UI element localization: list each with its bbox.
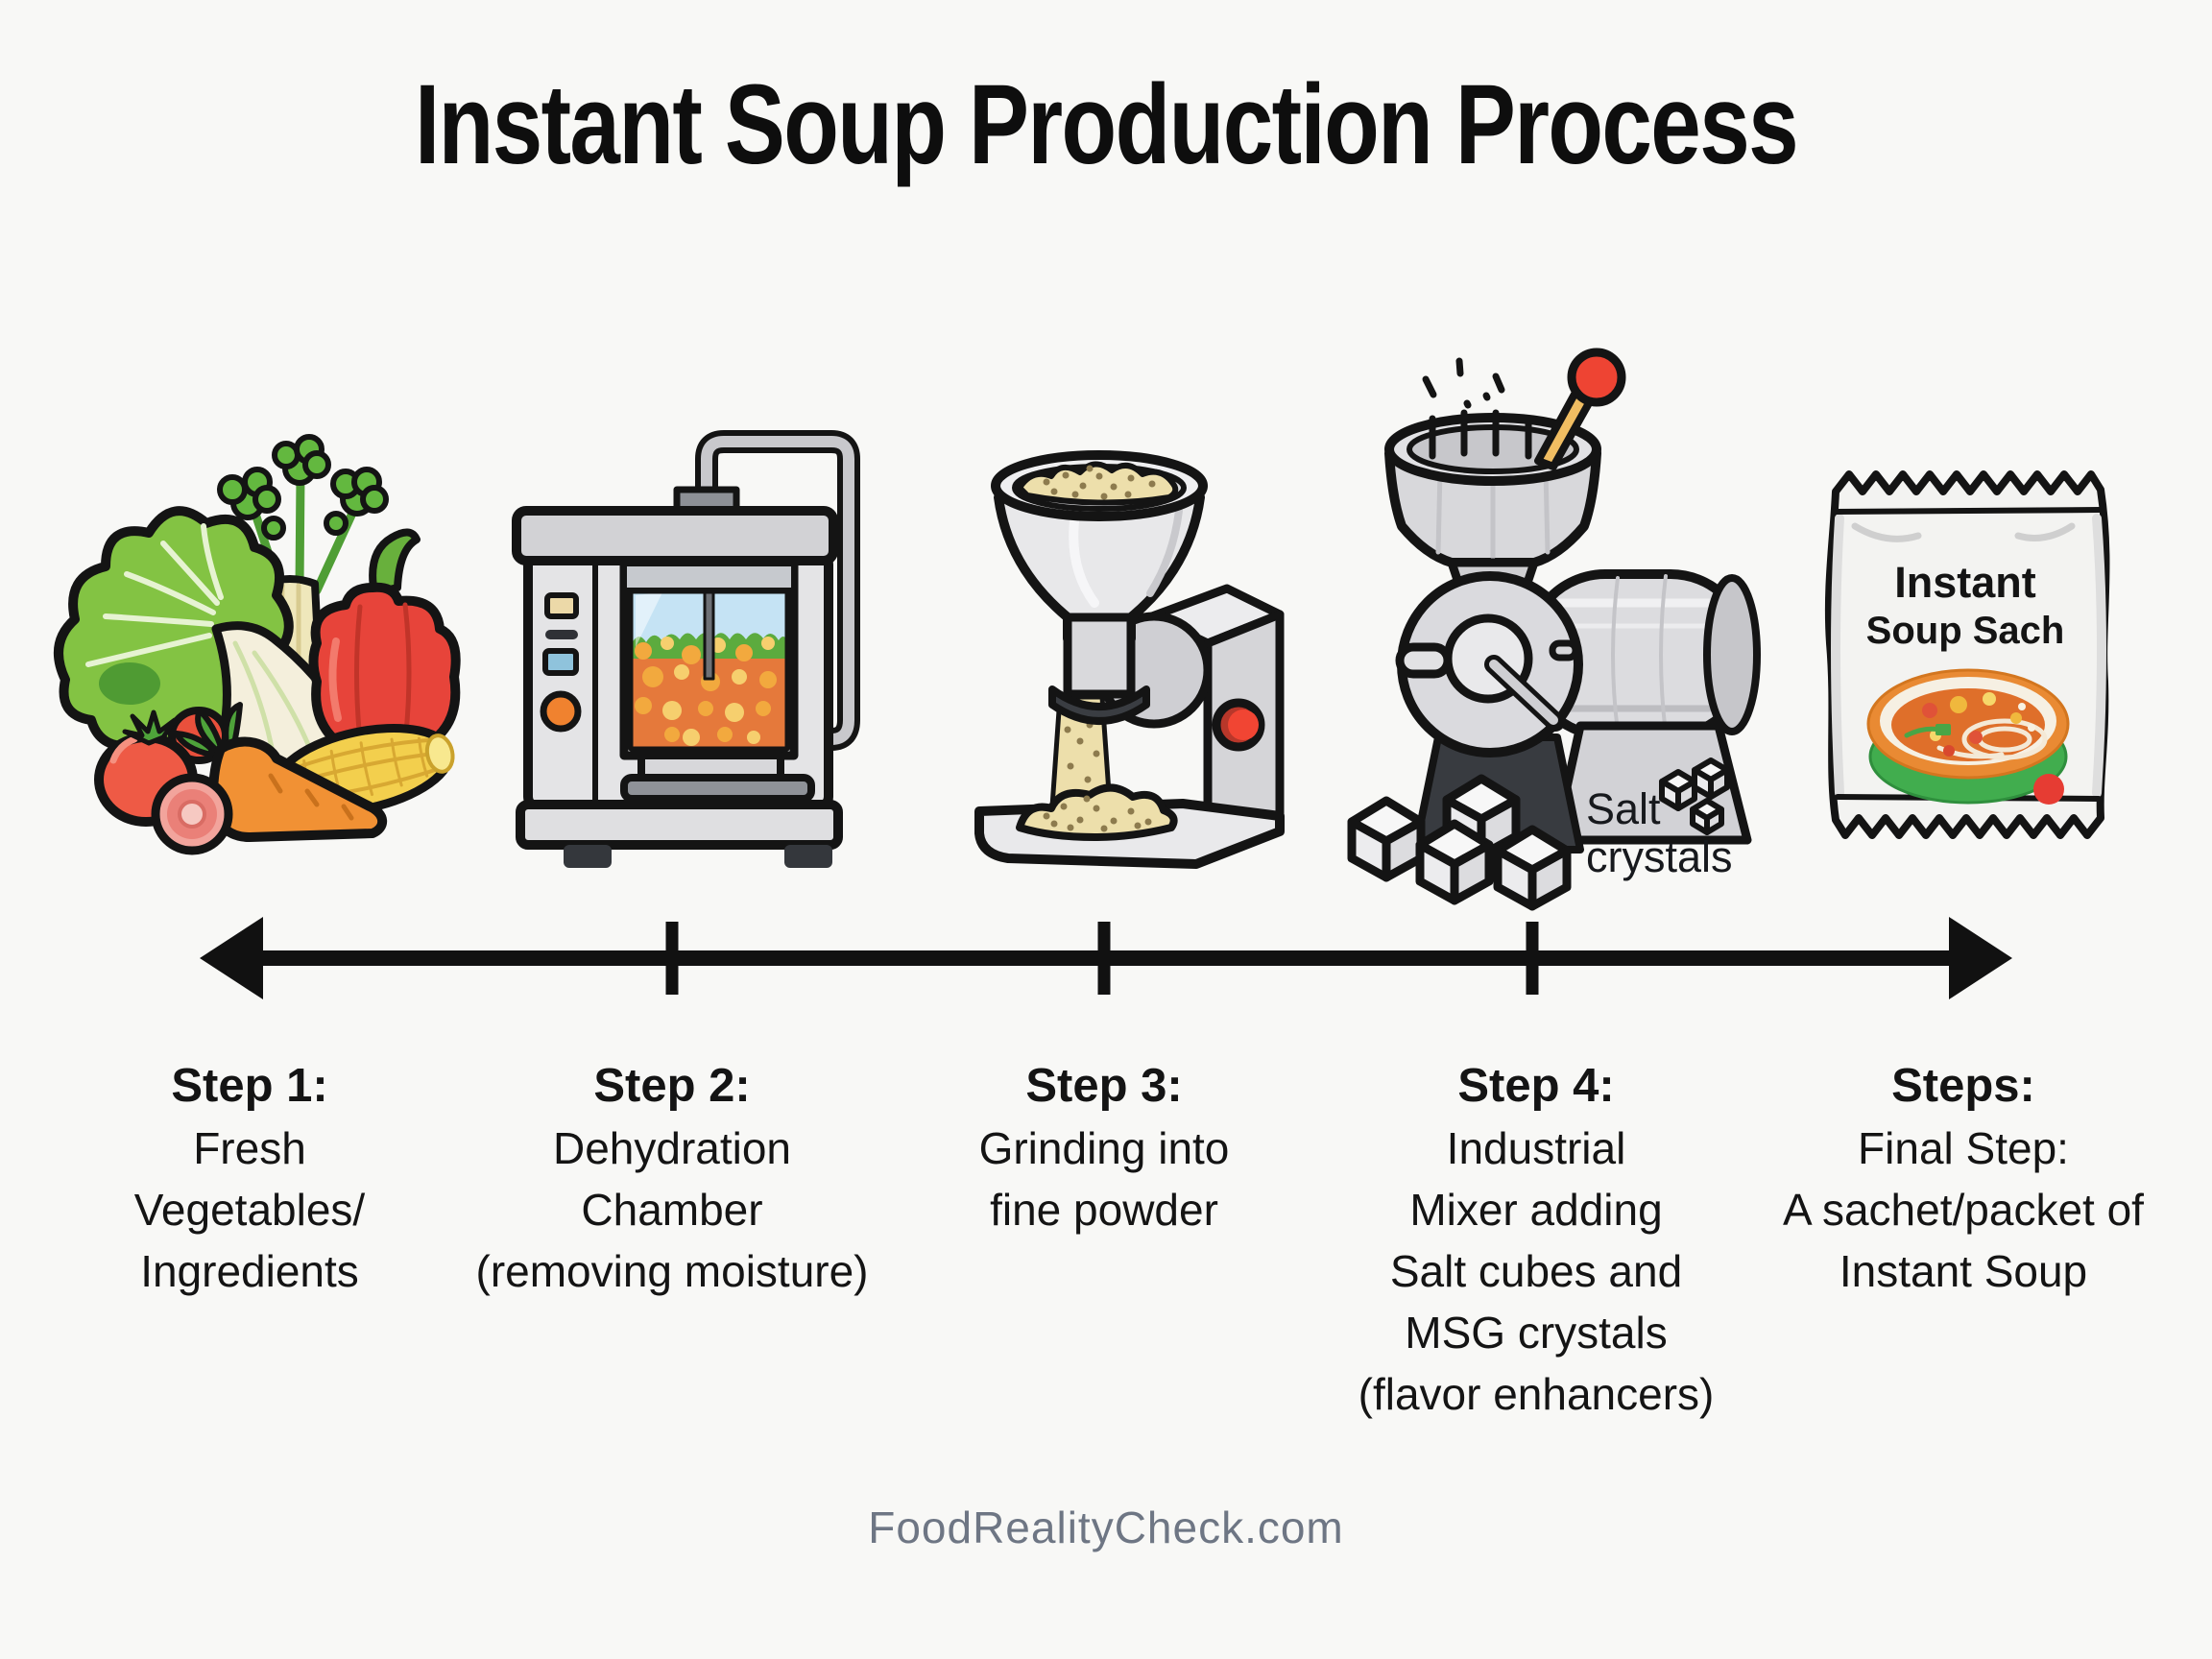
dehydrator-window [619, 559, 799, 760]
small-salt-cubes [1659, 757, 1730, 835]
powder-dots [1043, 465, 1156, 500]
dehydration-chamber-illustration [512, 430, 860, 868]
hopper [1384, 348, 1626, 608]
grinder-head [1395, 571, 1583, 757]
salt-crystals-label: Salt crystals [1586, 785, 1733, 881]
step-line: Final Step: [1858, 1123, 2069, 1173]
red-dot [2033, 774, 2064, 805]
radish-slice [151, 773, 233, 855]
powder-grinder-illustration [974, 450, 1285, 869]
machine-lid [512, 506, 838, 565]
step-line: (removing moisture) [475, 1246, 869, 1296]
step-1-title: Step 1: [171, 1060, 328, 1112]
salt-cubes [1347, 774, 1572, 911]
industrial-mixer-illustration [1347, 348, 1761, 911]
step-line: Salt cubes and [1389, 1246, 1683, 1296]
step-line: Mixer adding [1409, 1185, 1663, 1235]
step-line: A sachet/packet of [1783, 1185, 2144, 1235]
footer-watermark: FoodRealityCheck.com [868, 1503, 1344, 1552]
arrowhead-left [200, 917, 263, 999]
step-line: Chamber [581, 1185, 763, 1235]
page-title-text: Instant Soup Production Process [414, 61, 1799, 188]
step-1-label: Step 1: Fresh Vegetables/ Ingredients [48, 1054, 451, 1302]
fresh-vegetables-illustration [54, 434, 461, 855]
stick-knob [1567, 348, 1626, 407]
powder-pile [1016, 783, 1178, 841]
step-5-title: Steps: [1891, 1060, 2035, 1112]
step-line: Instant Soup [1839, 1246, 2088, 1296]
sachet-label-line-2: Soup Sach [1866, 610, 2065, 652]
soup-sachet-illustration: Instant Soup Sach [1824, 470, 2110, 839]
timeline-arrow [200, 917, 2012, 999]
step-line: Fresh [193, 1123, 306, 1173]
step-line: MSG crystals [1405, 1308, 1668, 1358]
step-4-title: Step 4: [1457, 1060, 1615, 1112]
step-line: fine powder [990, 1185, 1218, 1235]
salt-crystals-line-2: crystals [1586, 832, 1733, 881]
control-panel [540, 592, 582, 733]
red-button [1212, 698, 1265, 752]
sachet-label-line-1: Instant [1894, 558, 2036, 607]
step-2-label: Step 2: Dehydration Chamber (removing mo… [470, 1054, 874, 1302]
step-line: Dehydration [552, 1123, 792, 1173]
soup-bowl [1866, 668, 2070, 805]
step-3-label: Step 3: Grinding into fine powder [902, 1054, 1306, 1240]
step-line: (flavor enhancers) [1358, 1369, 1715, 1419]
step-line: Vegetables/ [133, 1185, 366, 1235]
page-title: Instant Soup Production Process [0, 60, 2212, 190]
step-2-title: Step 2: [593, 1060, 751, 1112]
step-3-title: Step 3: [1025, 1060, 1183, 1112]
funnel [991, 450, 1208, 699]
salt-crystals-line-1: Salt [1586, 784, 1661, 833]
power-button [540, 690, 582, 733]
step-line: Ingredients [140, 1246, 359, 1296]
sparks [1422, 357, 1505, 409]
step-line: Industrial [1446, 1123, 1626, 1173]
red-bell-pepper [308, 528, 461, 757]
arrowhead-right [1949, 917, 2012, 999]
step-4-label: Step 4: Industrial Mixer adding Salt cub… [1306, 1054, 1767, 1425]
step-line: Grinding into [978, 1123, 1230, 1173]
step-5-label: Steps: Final Step: A sachet/packet of In… [1733, 1054, 2194, 1302]
